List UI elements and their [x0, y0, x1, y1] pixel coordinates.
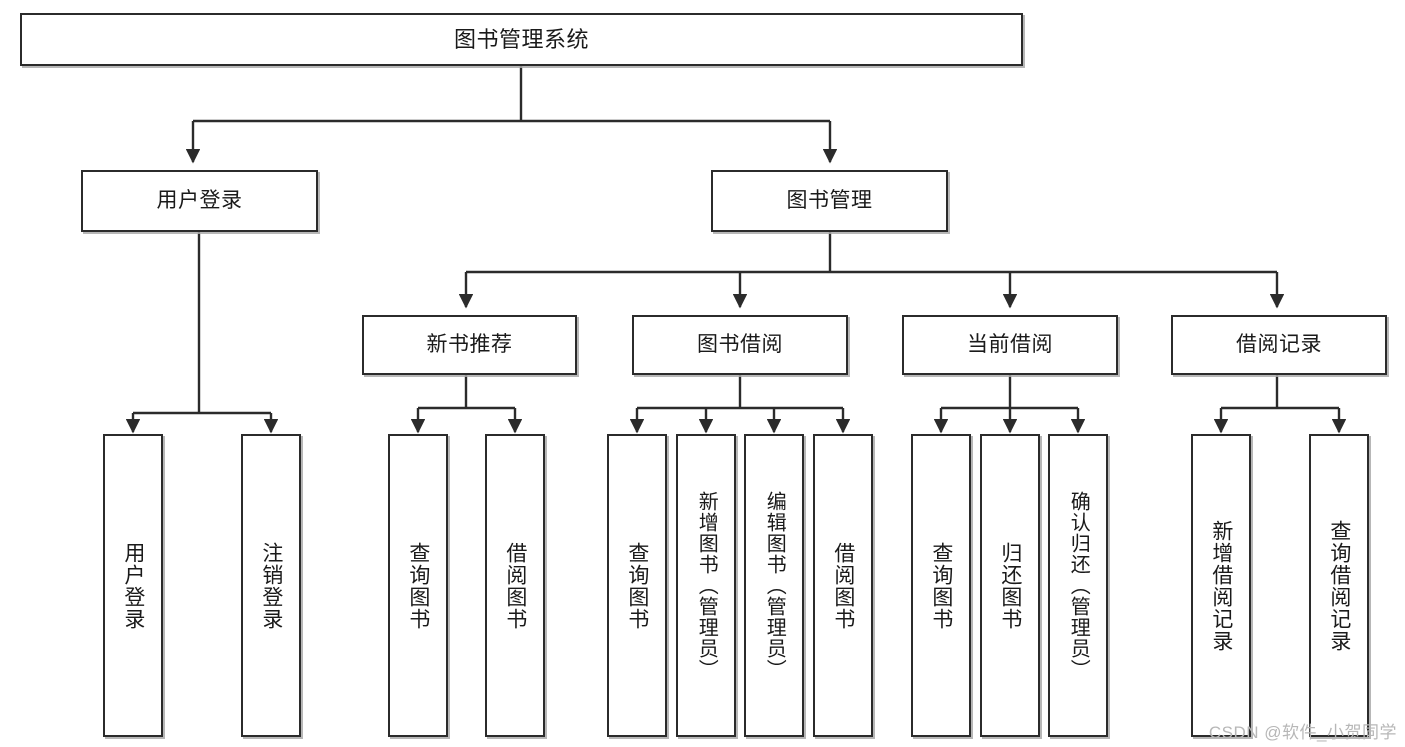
node-label: 用户登录: [156, 188, 243, 212]
node-label: 编辑图书（管理员）: [763, 491, 786, 680]
node-label: 借阅图书: [503, 541, 527, 630]
node-label: 查询图书: [406, 541, 430, 630]
node-label: 当前借阅: [967, 332, 1053, 356]
node-label: 新增借阅记录: [1209, 519, 1233, 652]
node-leaf-return-book[interactable]: 归还图书: [980, 434, 1040, 737]
node-label: 图书管理: [786, 188, 873, 212]
node-leaf-borrow-book-recommend[interactable]: 借阅图书: [485, 434, 545, 737]
node-label: 查询借阅记录: [1327, 519, 1351, 652]
node-leaf-logout-login[interactable]: 注销登录: [241, 434, 301, 737]
node-leaf-add-book-admin[interactable]: 新增图书（管理员）: [676, 434, 736, 737]
node-label: 查询图书: [929, 541, 953, 630]
node-label: 借阅记录: [1236, 332, 1322, 356]
node-leaf-add-borrow-record[interactable]: 新增借阅记录: [1191, 434, 1251, 737]
node-leaf-user-login[interactable]: 用户登录: [103, 434, 163, 737]
node-root-book-management-system[interactable]: 图书管理系统: [20, 13, 1023, 66]
node-leaf-query-book-recommend[interactable]: 查询图书: [388, 434, 448, 737]
node-new-book-recommend[interactable]: 新书推荐: [362, 315, 577, 375]
node-leaf-query-book-borrow[interactable]: 查询图书: [607, 434, 667, 737]
node-label: 新书推荐: [426, 332, 513, 356]
watermark-text: CSDN @软件_小贺同学: [1208, 723, 1397, 742]
node-book-borrow[interactable]: 图书借阅: [632, 315, 848, 375]
node-label: 图书管理系统: [453, 26, 589, 52]
node-leaf-borrow-book[interactable]: 借阅图书: [813, 434, 873, 737]
node-leaf-confirm-return-admin[interactable]: 确认归还（管理员）: [1048, 434, 1108, 737]
node-label: 新增图书（管理员）: [695, 491, 718, 680]
node-leaf-edit-book-admin[interactable]: 编辑图书（管理员）: [744, 434, 804, 737]
node-borrow-record[interactable]: 借阅记录: [1171, 315, 1387, 375]
node-leaf-query-borrow-record[interactable]: 查询借阅记录: [1309, 434, 1369, 737]
node-label: 图书借阅: [697, 332, 783, 356]
node-current-borrow[interactable]: 当前借阅: [902, 315, 1118, 375]
node-label: 查询图书: [625, 541, 649, 630]
node-user-login[interactable]: 用户登录: [81, 170, 318, 232]
node-leaf-query-book-current[interactable]: 查询图书: [911, 434, 971, 737]
node-label: 确认归还（管理员）: [1067, 491, 1090, 680]
node-label: 归还图书: [998, 541, 1022, 630]
node-label: 借阅图书: [831, 541, 855, 630]
node-label: 注销登录: [259, 541, 283, 630]
node-label: 用户登录: [121, 541, 145, 630]
node-book-management[interactable]: 图书管理: [711, 170, 948, 232]
